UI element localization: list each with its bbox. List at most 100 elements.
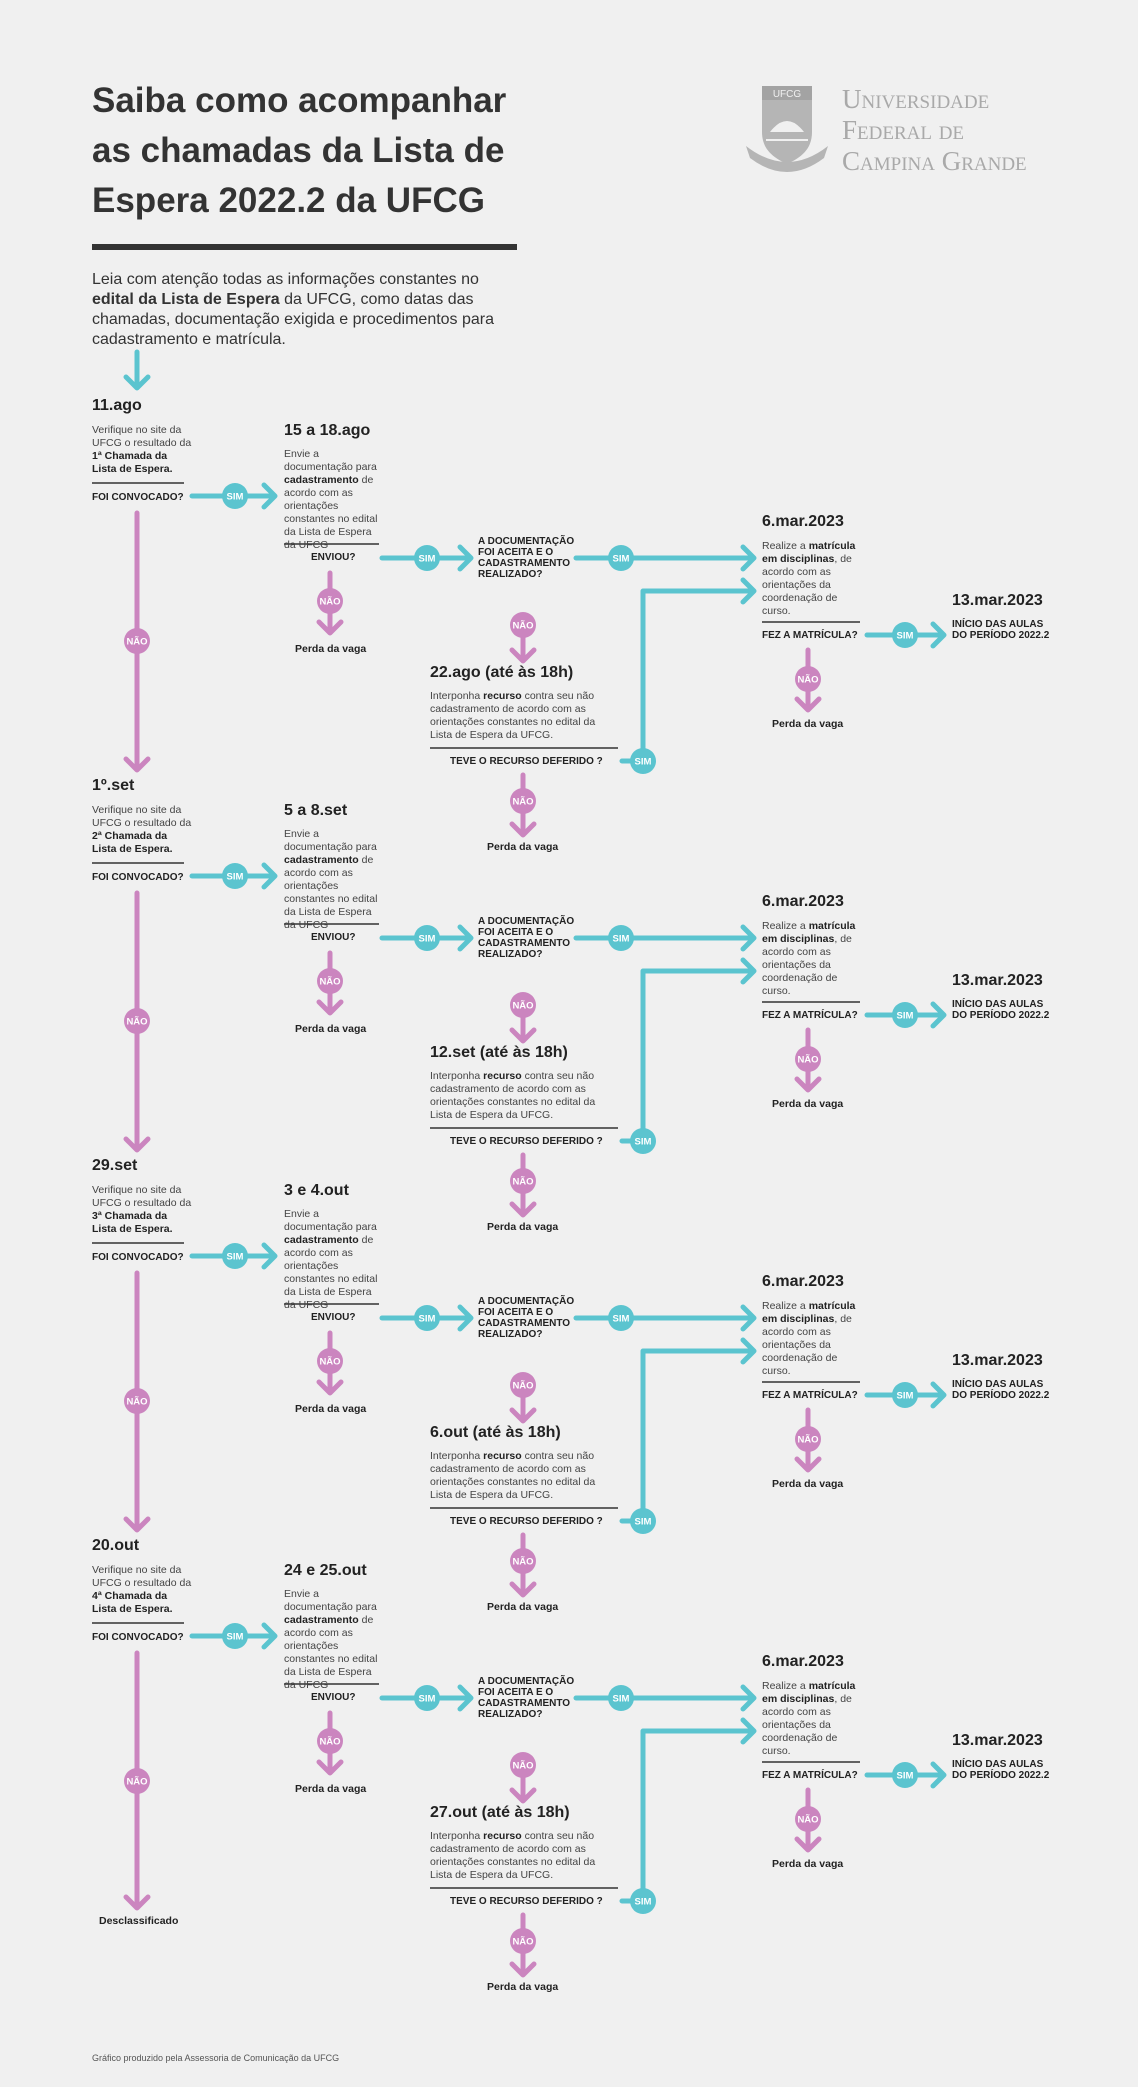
call-1-nao-badge-c [510,612,536,638]
call-2-nao-badge-e [795,1046,821,1072]
call-1-sim-arrow-5-head [930,621,947,649]
call-2-sim-badge-3 [608,925,634,951]
call-3-recurso-q: TEVE O RECURSO DEFERIDO ? [450,1516,603,1527]
title-line-1: Saiba como acompanhar [92,81,507,120]
call-3-sim-badge-1 [222,1243,248,1269]
call-3-nao-arrow-next-head [123,1516,151,1533]
call-4-sim-badge-5 [892,1762,918,1788]
call-1-sim-arrow-3-head [740,544,757,572]
call-3-matricula-text: Realize a matrícula em disciplinas, de a… [762,1300,856,1377]
call-1-fez-matricula: FEZ A MATRÍCULA? [762,630,858,641]
call-4-sim-badge-1-label: SIM [227,1632,244,1643]
call-2-nao-arrow-c-head [509,1027,537,1044]
call-1-nao-badge-b-label: NÃO [319,597,340,608]
call-3-perda-d: Perda da vaga [487,1601,559,1613]
call-1-envie-text: Envie a documentação para cadastramento … [284,448,378,551]
call-2-matricula-date: 6.mar.2023 [762,893,844,910]
call-3-aulas-text: INÍCIO DAS AULAS DO PERÍODO 2022.2 [952,1379,1050,1401]
call-3-nao-badge-e-label: NÃO [797,1435,818,1446]
call-4-recurso-text: Interponha recurso contra seu não cadast… [430,1830,596,1881]
call-2-matricula-text: Realize a matrícula em disciplinas, de a… [762,920,856,997]
call-1-sim-arrow-4-head [740,577,757,605]
call-1-date: 11.ago [92,397,142,414]
call-1-nao-arrow-d-head [509,821,537,838]
call-4-aulas-date: 13.mar.2023 [952,1732,1043,1749]
call-4-perda-b: Perda da vaga [295,1783,367,1795]
call-1-nao-badge-d [510,788,536,814]
call-2-aulas-text: INÍCIO DAS AULAS DO PERÍODO 2022.2 [952,999,1050,1021]
call-2-perda-b: Perda da vaga [295,1023,367,1035]
call-2-nao-badge-d-label: NÃO [512,1177,533,1188]
call-4-perda-d: Perda da vaga [487,1981,559,1993]
call-2-sim-badge-5 [892,1002,918,1028]
call-4-sim-badge-1 [222,1623,248,1649]
intro-arrow-head [123,374,151,391]
call-1-aulas-date: 13.mar.2023 [952,592,1043,609]
call-3-sim-arrow-3-head [740,1304,757,1332]
ufcg-seal-logo: UFCG [742,80,832,185]
call-2-sim-badge-1-label: SIM [227,872,244,883]
call-1-sim-badge-4-label: SIM [635,757,652,768]
call-1-recurso-text: Interponha recurso contra seu não cadast… [430,690,596,741]
call-3-sim-badge-1-label: SIM [227,1252,244,1263]
page-title: Saiba como acompanhar as chamadas da Lis… [92,76,532,226]
call-3-sim-arrow-4 [619,1348,754,1524]
call-3-date: 29.set [92,1157,138,1174]
call-1-nao-arrow-c-head [509,647,537,664]
call-1-enviou: ENVIOU? [311,552,356,563]
call-2-enviou: ENVIOU? [311,932,356,943]
call-3-nao-arrow-d-head [509,1581,537,1598]
call-4-sim-badge-3-label: SIM [613,1694,630,1705]
call-3-recurso-date: 6.out (até às 18h) [430,1424,561,1441]
call-4-nao-badge-b-label: NÃO [319,1737,340,1748]
call-4-nao-arrow-b-head [316,1759,344,1776]
call-1-sim-arrow-4 [619,588,754,764]
call-1-recurso-q: TEVE O RECURSO DEFERIDO ? [450,756,603,767]
call-2-sim-arrow-3-head [740,924,757,952]
title-line-2: as chamadas da Lista de [92,131,505,170]
call-4-nao-badge-d [510,1928,536,1954]
call-2-sim-badge-5-label: SIM [897,1011,914,1022]
call-4-nao-badge-a [124,1768,150,1794]
call-2-sim-badge-2-label: SIM [419,934,436,945]
call-1-perda-b: Perda da vaga [295,643,367,655]
call-3-sim-badge-5 [892,1382,918,1408]
call-4-nao-arrow-e-head [794,1836,822,1853]
call-1-sim-badge-5-label: SIM [897,631,914,642]
call-1-aulas-text: INÍCIO DAS AULAS DO PERÍODO 2022.2 [952,619,1050,641]
call-3-nao-badge-a [124,1388,150,1414]
call-3-sim-badge-5-label: SIM [897,1391,914,1402]
call-3-nao-badge-b [317,1348,343,1374]
call-3-sim-badge-2 [414,1305,440,1331]
call-4-fez-matricula: FEZ A MATRÍCULA? [762,1770,858,1781]
call-3-nao-badge-a-label: NÃO [126,1397,147,1408]
call-1-nao-badge-c-label: NÃO [512,621,533,632]
call-3-matricula-date: 6.mar.2023 [762,1273,844,1290]
call-1-doc-aceita: A DOCUMENTAÇÃO FOI ACEITA E O CADASTRAME… [478,536,575,580]
call-4-date: 20.out [92,1537,140,1554]
call-4-sim-arrow-5-head [930,1761,947,1789]
call-3-nao-arrow-c-head [509,1407,537,1424]
call-1-foi-convocado: FOI CONVOCADO? [92,492,184,503]
call-3-sim-arrow-4-head [740,1337,757,1365]
call-4-sim-badge-4 [630,1888,656,1914]
call-1-sim-badge-2 [414,545,440,571]
desclassificado-label: Desclassificado [99,1915,179,1927]
call-1-matricula-text: Realize a matrícula em disciplinas, de a… [762,540,856,617]
call-1-sim-arrow-2-head [457,544,474,572]
call-3-sim-arrow-1-head [261,1242,278,1270]
call-2-nao-badge-d [510,1168,536,1194]
call-4-recurso-date: 27.out (até às 18h) [430,1804,570,1821]
call-1-nao-badge-d-label: NÃO [512,797,533,808]
call-4-nao-badge-d-label: NÃO [512,1937,533,1948]
call-2-sim-badge-4 [630,1128,656,1154]
call-3-fez-matricula: FEZ A MATRÍCULA? [762,1390,858,1401]
call-1-sim-badge-2-label: SIM [419,554,436,565]
call-4-aulas-text: INÍCIO DAS AULAS DO PERÍODO 2022.2 [952,1759,1050,1781]
call-2-sim-badge-4-label: SIM [635,1137,652,1148]
call-3-nao-arrow-e-head [794,1456,822,1473]
call-3-recurso-text: Interponha recurso contra seu não cadast… [430,1450,596,1501]
call-2-recurso-date: 12.set (até às 18h) [430,1044,568,1061]
call-1-nao-arrow-e-head [794,696,822,713]
